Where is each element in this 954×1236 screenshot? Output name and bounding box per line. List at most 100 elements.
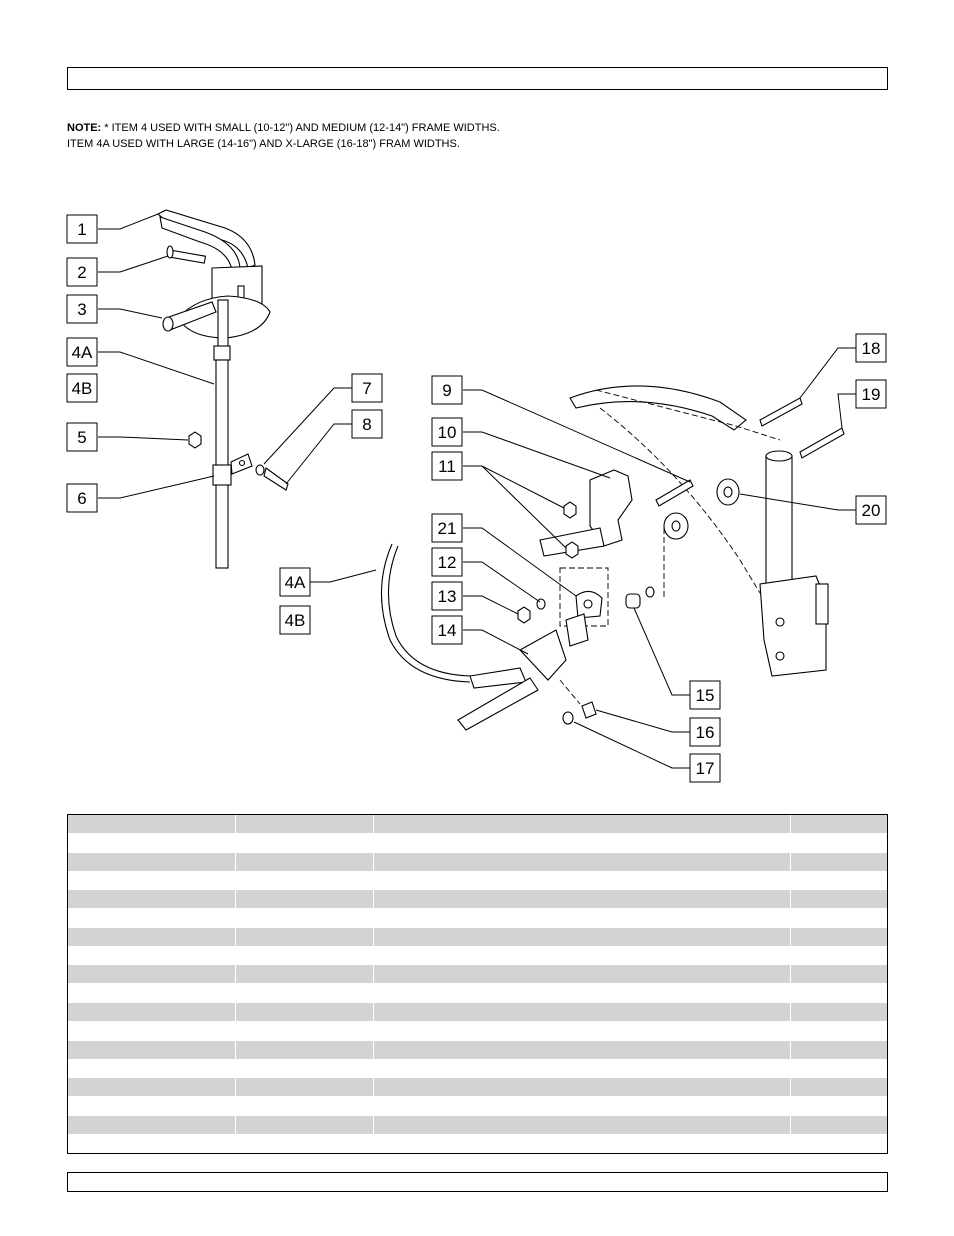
nut-11b bbox=[565, 541, 579, 559]
table-cell bbox=[68, 1078, 235, 1096]
table-cell bbox=[373, 815, 790, 833]
svg-text:4B: 4B bbox=[72, 379, 93, 398]
table-cell bbox=[68, 1041, 235, 1059]
callout-9: 9 bbox=[431, 375, 463, 405]
table-row bbox=[68, 1003, 887, 1021]
table-cell bbox=[790, 909, 887, 927]
table-cell bbox=[235, 984, 373, 1003]
svg-text:12: 12 bbox=[438, 553, 457, 572]
clamp-nut-1 bbox=[775, 617, 785, 627]
table-cell bbox=[68, 1135, 235, 1153]
frame-tube-top bbox=[765, 450, 793, 462]
table-cell bbox=[790, 965, 887, 984]
tube-clamp bbox=[759, 575, 827, 677]
leader-20 bbox=[739, 493, 856, 511]
svg-text:1: 1 bbox=[77, 220, 86, 239]
table-cell bbox=[235, 1021, 373, 1040]
table-cell bbox=[235, 1115, 373, 1134]
table-cell bbox=[373, 1115, 790, 1134]
table-cell bbox=[68, 928, 235, 946]
callout-4a-mid: 4A bbox=[279, 567, 311, 597]
table-cell bbox=[68, 1059, 235, 1077]
table-cell bbox=[373, 1040, 790, 1059]
table-row bbox=[68, 815, 887, 833]
svg-text:4A: 4A bbox=[285, 573, 306, 592]
nut-5 bbox=[188, 431, 202, 449]
table-cell bbox=[790, 946, 887, 965]
table-cell bbox=[790, 927, 887, 946]
table-cell bbox=[235, 965, 373, 984]
table-cell bbox=[235, 927, 373, 946]
bolt-9 bbox=[655, 479, 694, 507]
svg-text:5: 5 bbox=[77, 428, 86, 447]
leader-11b bbox=[481, 465, 567, 549]
leader-18 bbox=[799, 347, 856, 399]
note-text-1: * ITEM 4 USED WITH SMALL (10-12") AND ME… bbox=[101, 122, 500, 134]
svg-text:4B: 4B bbox=[285, 611, 306, 630]
table-cell bbox=[68, 947, 235, 965]
note-line-1: NOTE: * ITEM 4 USED WITH SMALL (10-12") … bbox=[67, 120, 500, 136]
table-row bbox=[68, 984, 887, 1003]
leader-4a-mid bbox=[310, 569, 377, 583]
svg-text:21: 21 bbox=[438, 519, 457, 538]
tube-clamp-tab bbox=[815, 583, 829, 625]
table-cell bbox=[68, 1003, 235, 1021]
table-row bbox=[68, 1115, 887, 1134]
table-cell bbox=[235, 852, 373, 871]
svg-text:10: 10 bbox=[438, 423, 457, 442]
table-row bbox=[68, 946, 887, 965]
spacer-20-hole bbox=[723, 486, 733, 498]
leader-4a bbox=[98, 351, 215, 385]
callout-7: 7 bbox=[351, 373, 383, 403]
spacer-15 bbox=[625, 593, 641, 609]
table-cell bbox=[790, 871, 887, 890]
parts-diagram: 1 2 3 4A 4B 5 6 7 8 9 10 11 21 12 13 14 … bbox=[66, 209, 887, 783]
callout-17: 17 bbox=[689, 753, 721, 783]
svg-text:9: 9 bbox=[442, 381, 451, 400]
leader-6 bbox=[98, 475, 215, 499]
table-cell bbox=[235, 890, 373, 909]
note-block: NOTE: * ITEM 4 USED WITH SMALL (10-12") … bbox=[67, 120, 500, 152]
svg-text:11: 11 bbox=[438, 457, 456, 476]
leader-15 bbox=[633, 607, 690, 696]
table-cell bbox=[68, 834, 235, 852]
callout-10: 10 bbox=[431, 417, 463, 447]
nut-11a bbox=[563, 501, 577, 519]
clamp-6 bbox=[212, 464, 232, 486]
table-cell bbox=[373, 833, 790, 852]
left-assembly bbox=[157, 209, 289, 569]
table-cell bbox=[373, 965, 790, 984]
table-row bbox=[68, 852, 887, 871]
leader-12 bbox=[463, 561, 541, 603]
pin-3-end bbox=[162, 316, 174, 332]
svg-text:19: 19 bbox=[862, 385, 881, 404]
table-cell bbox=[68, 815, 235, 833]
table-cell bbox=[790, 1003, 887, 1021]
clamp-nut-2 bbox=[775, 651, 785, 661]
table-cell bbox=[373, 984, 790, 1003]
parts-table bbox=[67, 814, 888, 1154]
shaft-coupler bbox=[213, 345, 231, 361]
leader-5 bbox=[98, 436, 189, 441]
clamp-hole bbox=[238, 459, 246, 467]
callout-4b-top: 4B bbox=[66, 373, 98, 403]
table-cell bbox=[235, 1003, 373, 1021]
clip-21-hole bbox=[583, 599, 593, 609]
svg-text:18: 18 bbox=[862, 339, 881, 358]
table-cell bbox=[373, 909, 790, 927]
table-cell bbox=[235, 946, 373, 965]
leader-14 bbox=[463, 629, 529, 655]
leader-8 bbox=[285, 423, 352, 485]
table-cell bbox=[790, 1115, 887, 1134]
screw-8 bbox=[263, 467, 289, 491]
spring-16 bbox=[581, 701, 597, 719]
leader-3 bbox=[98, 308, 163, 319]
table-cell bbox=[68, 965, 235, 983]
table-cell bbox=[790, 852, 887, 871]
table-cell bbox=[790, 984, 887, 1003]
callout-6: 6 bbox=[66, 483, 98, 513]
washer-15 bbox=[645, 586, 655, 598]
leader-2 bbox=[98, 255, 169, 273]
table-row bbox=[68, 871, 887, 890]
callout-14: 14 bbox=[431, 615, 463, 645]
